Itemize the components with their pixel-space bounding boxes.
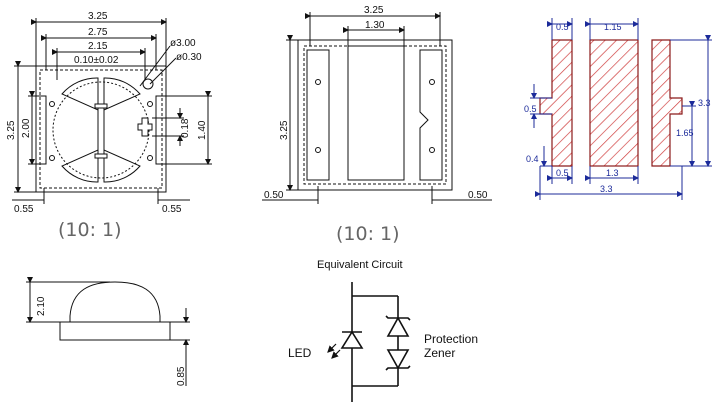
led-label: LED (288, 346, 312, 360)
top-dim-gap: 0.10±0.02 (74, 55, 119, 66)
pad-dim-165: 1.65 (676, 128, 694, 138)
pad-layout-drawing: 0.5 1.15 0.5 3.3 1.65 0.4 0.5 1.3 3.3 (524, 18, 712, 200)
bottom-dim-130: 1.30 (365, 20, 385, 31)
pad-dim-05-bottom: 0.5 (556, 168, 569, 178)
protection-label: Protection (424, 332, 478, 346)
pad-dim-115: 1.15 (604, 22, 622, 32)
side-dim-210: 2.10 (36, 296, 47, 316)
equivalent-circuit-drawing (327, 282, 411, 402)
pad-dim-04: 0.4 (526, 154, 539, 164)
top-dim-140: 1.40 (197, 120, 208, 140)
bottom-dim-left: 0.50 (264, 190, 284, 201)
top-dim-left: 0.55 (14, 204, 34, 215)
pad-center (589, 39, 639, 167)
bottom-view-package-outer (297, 39, 453, 191)
bottom-dim-height: 3.25 (279, 120, 290, 140)
pad-left (539, 39, 573, 167)
top-dim-018: 0.18 (180, 118, 191, 138)
side-dim-085: 0.85 (176, 366, 187, 386)
top-view-drawing (12, 18, 212, 204)
top-view-labels: 3.25 2.75 2.15 0.10±0.02 ø3.00 ø0.30 3.2… (6, 11, 208, 241)
top-dim-right: 0.55 (162, 204, 182, 215)
bottom-view-drawing (262, 12, 492, 204)
top-dim-hole-outer: ø3.00 (170, 38, 196, 49)
top-dim-200: 2.00 (21, 118, 32, 138)
bottom-dim-width: 3.25 (364, 5, 384, 16)
zener-diode-top (386, 316, 410, 337)
top-dim-275: 2.75 (88, 27, 108, 38)
side-view-outline (59, 281, 171, 341)
bottom-view-scale: (10: 1) (336, 223, 400, 245)
zener-label: Zener (424, 346, 455, 360)
top-dim-width: 3.25 (88, 11, 108, 22)
bottom-dim-right: 0.50 (468, 190, 488, 201)
pad-right (651, 39, 683, 167)
bottom-view-labels: 3.25 1.30 3.25 0.50 0.50 (10: 1) (264, 5, 488, 245)
pad-dim-13: 1.3 (606, 168, 619, 178)
top-view-scale: (10: 1) (58, 219, 122, 241)
top-dim-hole-inner: ø0.30 (176, 52, 202, 63)
pad-dim-33-right: 3.3 (698, 98, 711, 108)
zener-diode-bottom (386, 349, 410, 370)
pad-dim-33-bottom: 3.3 (600, 184, 613, 194)
circuit-title: Equivalent Circuit (317, 259, 403, 271)
equivalent-circuit-labels: Equivalent Circuit LED Protection Zener (288, 259, 478, 360)
led-diode-symbol (340, 330, 364, 349)
pad-dim-05-left: 0.5 (524, 104, 537, 114)
top-dim-height: 3.25 (6, 120, 17, 140)
bottom-view-package-inner (303, 45, 447, 185)
side-view-labels: 2.10 0.85 (36, 296, 187, 386)
top-view-package-inner (39, 69, 163, 189)
side-view-drawing (26, 277, 190, 386)
pad-dim-05-top: 0.5 (556, 22, 569, 32)
top-dim-215: 2.15 (88, 41, 108, 52)
